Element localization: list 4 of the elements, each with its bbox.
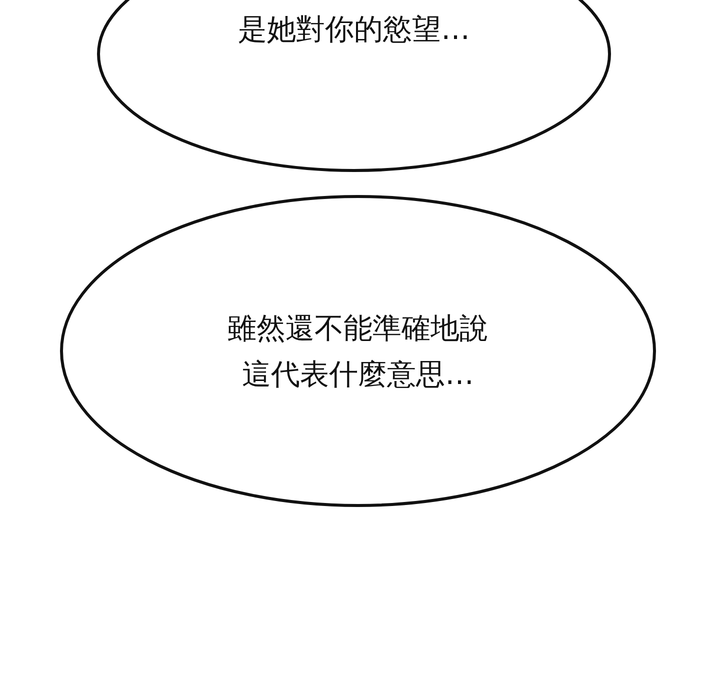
dialogue-text: 是她對你的慾望… [237, 11, 471, 48]
speech-bubble [60, 195, 656, 507]
speech-bubble [97, 0, 611, 172]
dialogue-text: 雖然還不能準確地說這代表什麼意思… [226, 310, 490, 393]
